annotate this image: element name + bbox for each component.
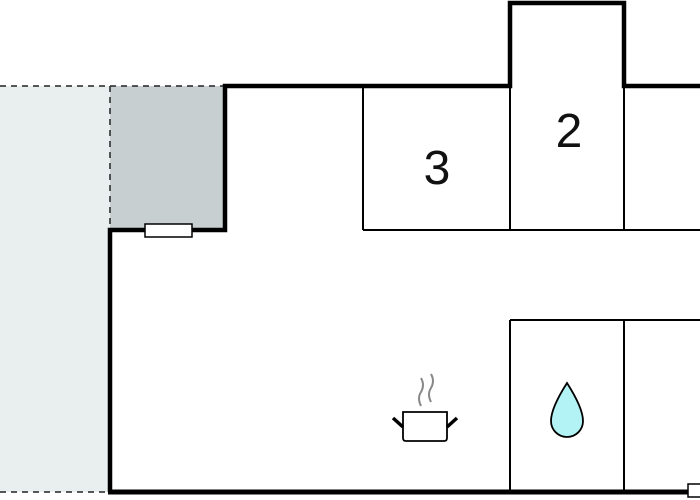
terrace-outline xyxy=(0,85,225,493)
window xyxy=(687,483,700,498)
covered-area xyxy=(110,86,225,230)
room-label: 3 xyxy=(424,142,451,195)
window xyxy=(144,223,193,238)
kitchen-pot-icon xyxy=(391,373,459,442)
water-drop-icon xyxy=(550,381,584,438)
room-label: 2 xyxy=(556,105,583,158)
terrace-area xyxy=(0,86,110,492)
interior-walls xyxy=(362,86,700,492)
